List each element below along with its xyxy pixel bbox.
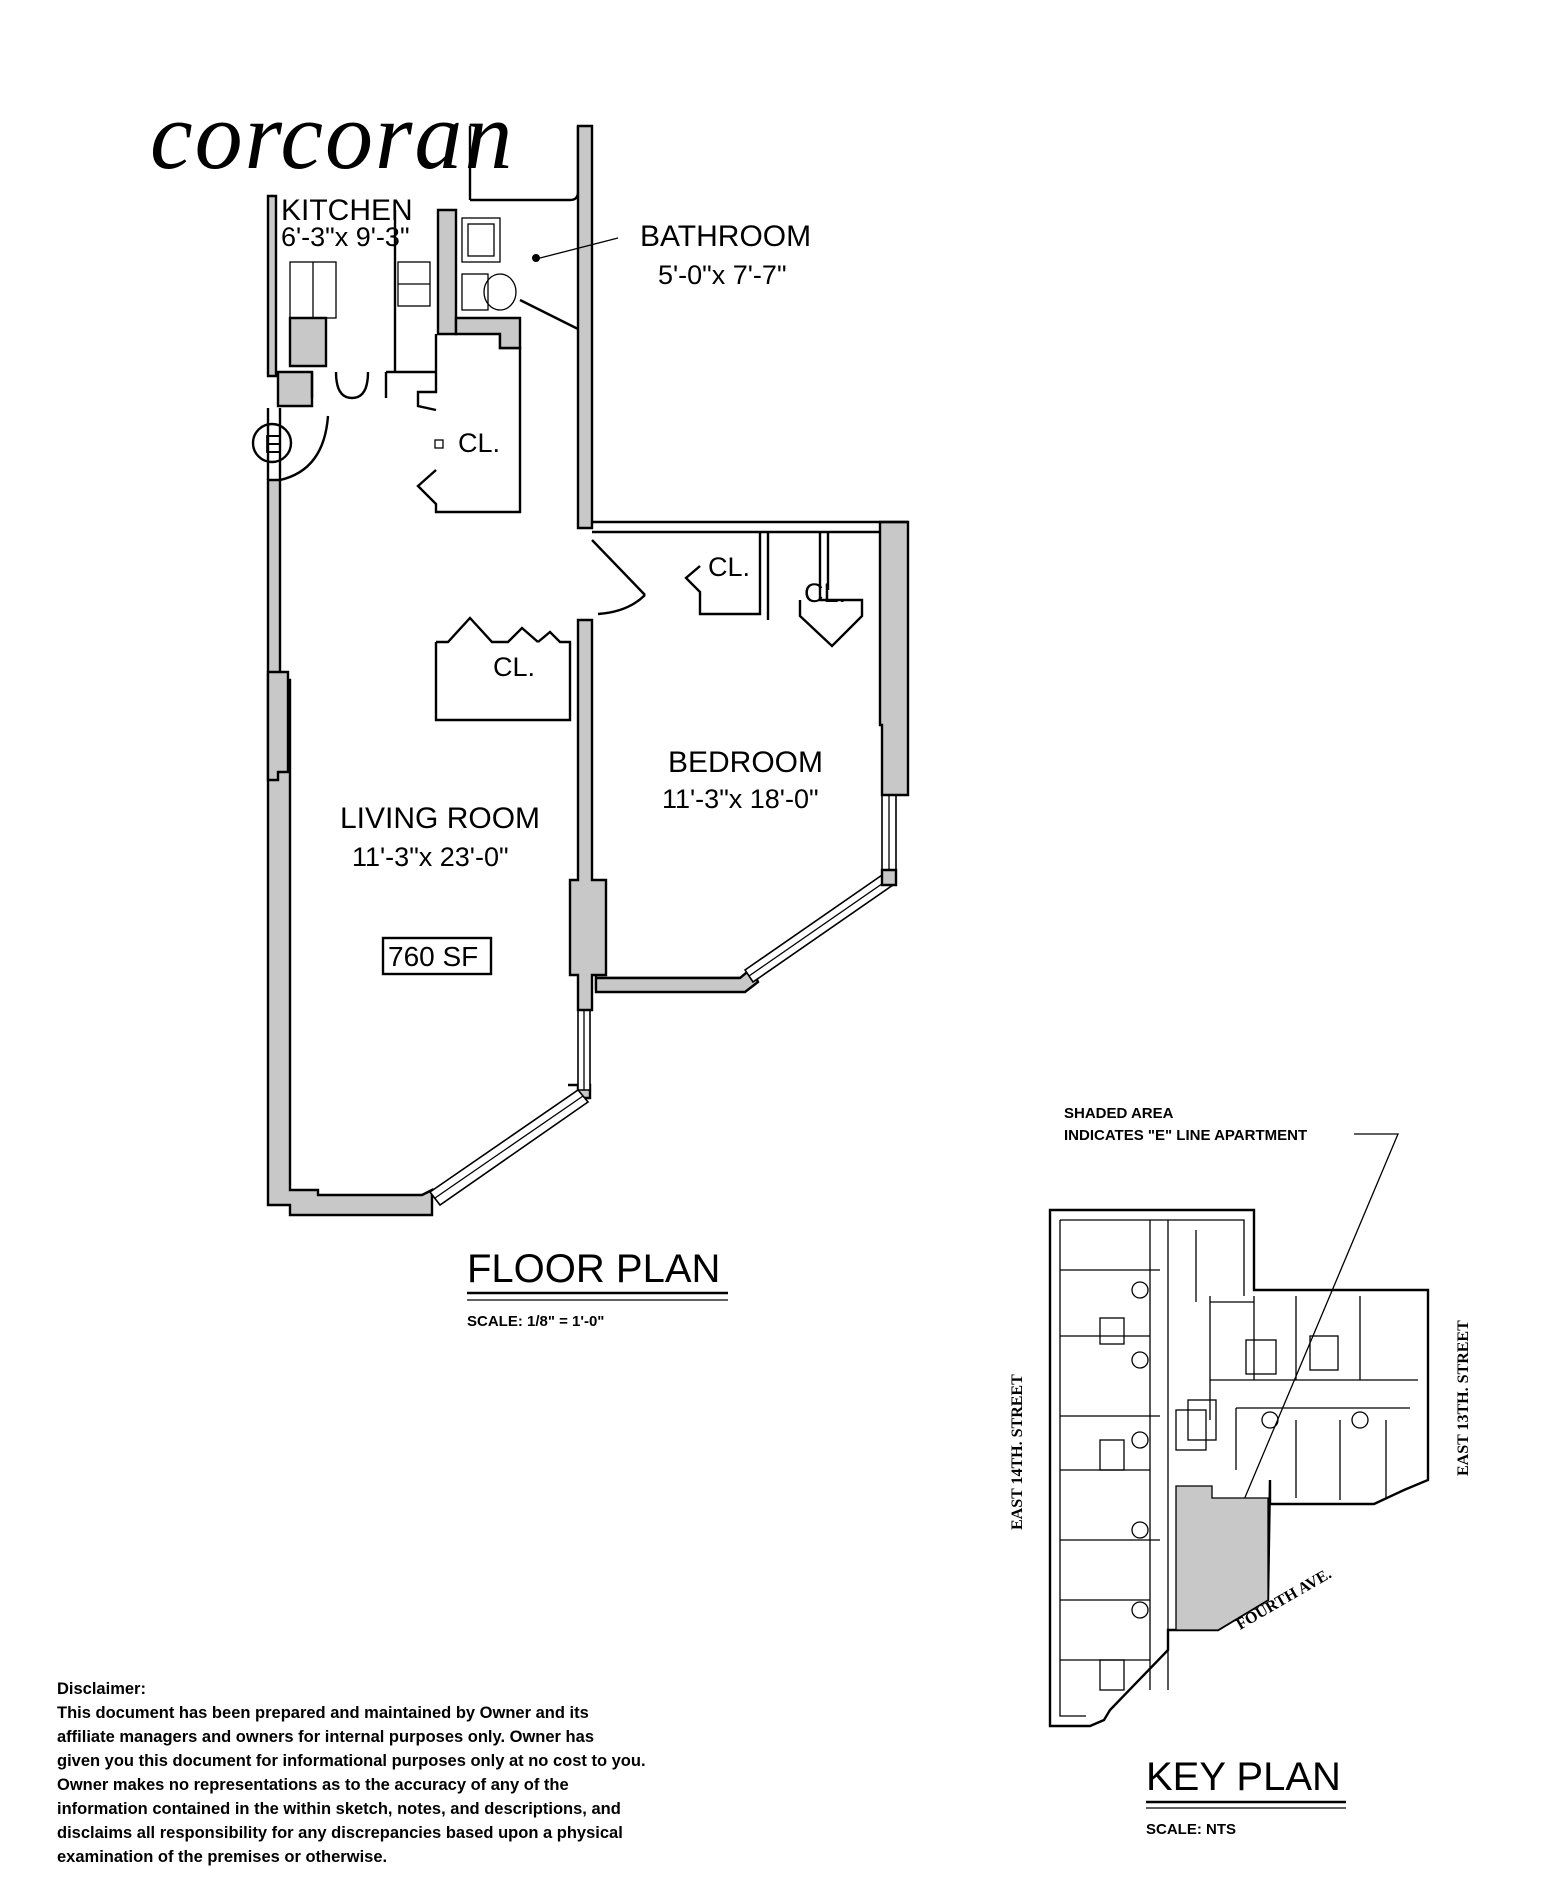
key-plan-note-line2: INDICATES "E" LINE APARTMENT: [1064, 1127, 1307, 1144]
hall-closet-label: CL.: [458, 428, 500, 458]
bedroom-closet-2-label: CL.: [804, 578, 846, 608]
disclaimer-line: examination of the premises or otherwise…: [57, 1848, 388, 1866]
bedroom-closet-2: [798, 532, 864, 648]
bedroom-dims: 11'-3"x 18'-0": [662, 784, 819, 814]
bathroom-label: BATHROOM: [640, 220, 811, 253]
living-room-left-pier: [266, 670, 290, 782]
bedroom-right-corner: [880, 868, 898, 887]
bathroom-area: [436, 124, 594, 530]
key-plan: SHADED AREA INDICATES "E" LINE APARTMENT…: [1009, 1105, 1472, 1838]
bedroom-label: BEDROOM: [668, 746, 823, 779]
floor-plan-scale: SCALE: 1/8" = 1'-0": [467, 1313, 604, 1330]
bathroom-leader-line: [539, 237, 619, 259]
disclaimer-line: information contained in the within sket…: [57, 1800, 621, 1818]
bedroom-closet-1-label: CL.: [708, 552, 750, 582]
apartment-floor-plan: E: [251, 124, 910, 1217]
key-plan-title: KEY PLAN: [1146, 1755, 1341, 1799]
key-plan-building-outline: [1048, 1208, 1430, 1728]
disclaimer-line: Owner makes no representations as to the…: [57, 1776, 569, 1794]
living-bedroom-partition: [568, 618, 608, 1012]
living-room-label: LIVING ROOM: [340, 802, 540, 835]
bedroom-door: [591, 539, 646, 616]
corcoran-logo: corcoran: [150, 82, 514, 189]
floor-plan-title: FLOOR PLAN: [467, 1247, 720, 1291]
disclaimer: Disclaimer: This document has been prepa…: [57, 1677, 737, 1869]
area-box: [381, 936, 493, 976]
key-plan-scale: SCALE: NTS: [1146, 1821, 1236, 1838]
living-room-dims: 11'-3"x 23'-0": [352, 842, 509, 872]
disclaimer-line: disclaims all responsibility for any dis…: [57, 1824, 623, 1842]
key-plan-leader-line: [1221, 1133, 1399, 1553]
key-plan-note-line1: SHADED AREA: [1064, 1105, 1174, 1122]
bedroom-bottom-wall: [594, 966, 760, 994]
kitchen-area: [266, 194, 436, 408]
area-label: 760 SF: [388, 941, 478, 972]
bathroom-door: [519, 298, 581, 332]
entry-marker-label: E: [264, 429, 281, 459]
bedroom-closet-1: [684, 532, 762, 616]
bathroom-dims: 5'-0"x 7'-7": [658, 260, 787, 290]
kitchen-dims: 6'-3"x 9'-3": [281, 222, 410, 252]
disclaimer-heading: Disclaimer:: [57, 1680, 146, 1698]
disclaimer-line: affiliate managers and owners for intern…: [57, 1728, 594, 1746]
living-room-closet: [434, 616, 572, 722]
kitchen-label: KITCHEN: [281, 194, 413, 227]
key-plan-street-west: EAST 14TH. STREET: [1009, 1374, 1026, 1530]
disclaimer-line: given you this document for informationa…: [57, 1752, 646, 1770]
kitchen-door: [334, 371, 370, 400]
entry-door: [279, 415, 330, 482]
disclaimer-line: This document has been prepared and main…: [57, 1704, 589, 1722]
key-plan-street-east: EAST 13TH. STREET: [1455, 1320, 1472, 1476]
entry-marker: [251, 422, 293, 464]
hall-closet: [416, 334, 522, 514]
bedroom-right-wall: [878, 520, 910, 797]
living-room-closet-label: CL.: [493, 652, 535, 682]
key-plan-shaded-e-line: [1175, 1485, 1269, 1631]
